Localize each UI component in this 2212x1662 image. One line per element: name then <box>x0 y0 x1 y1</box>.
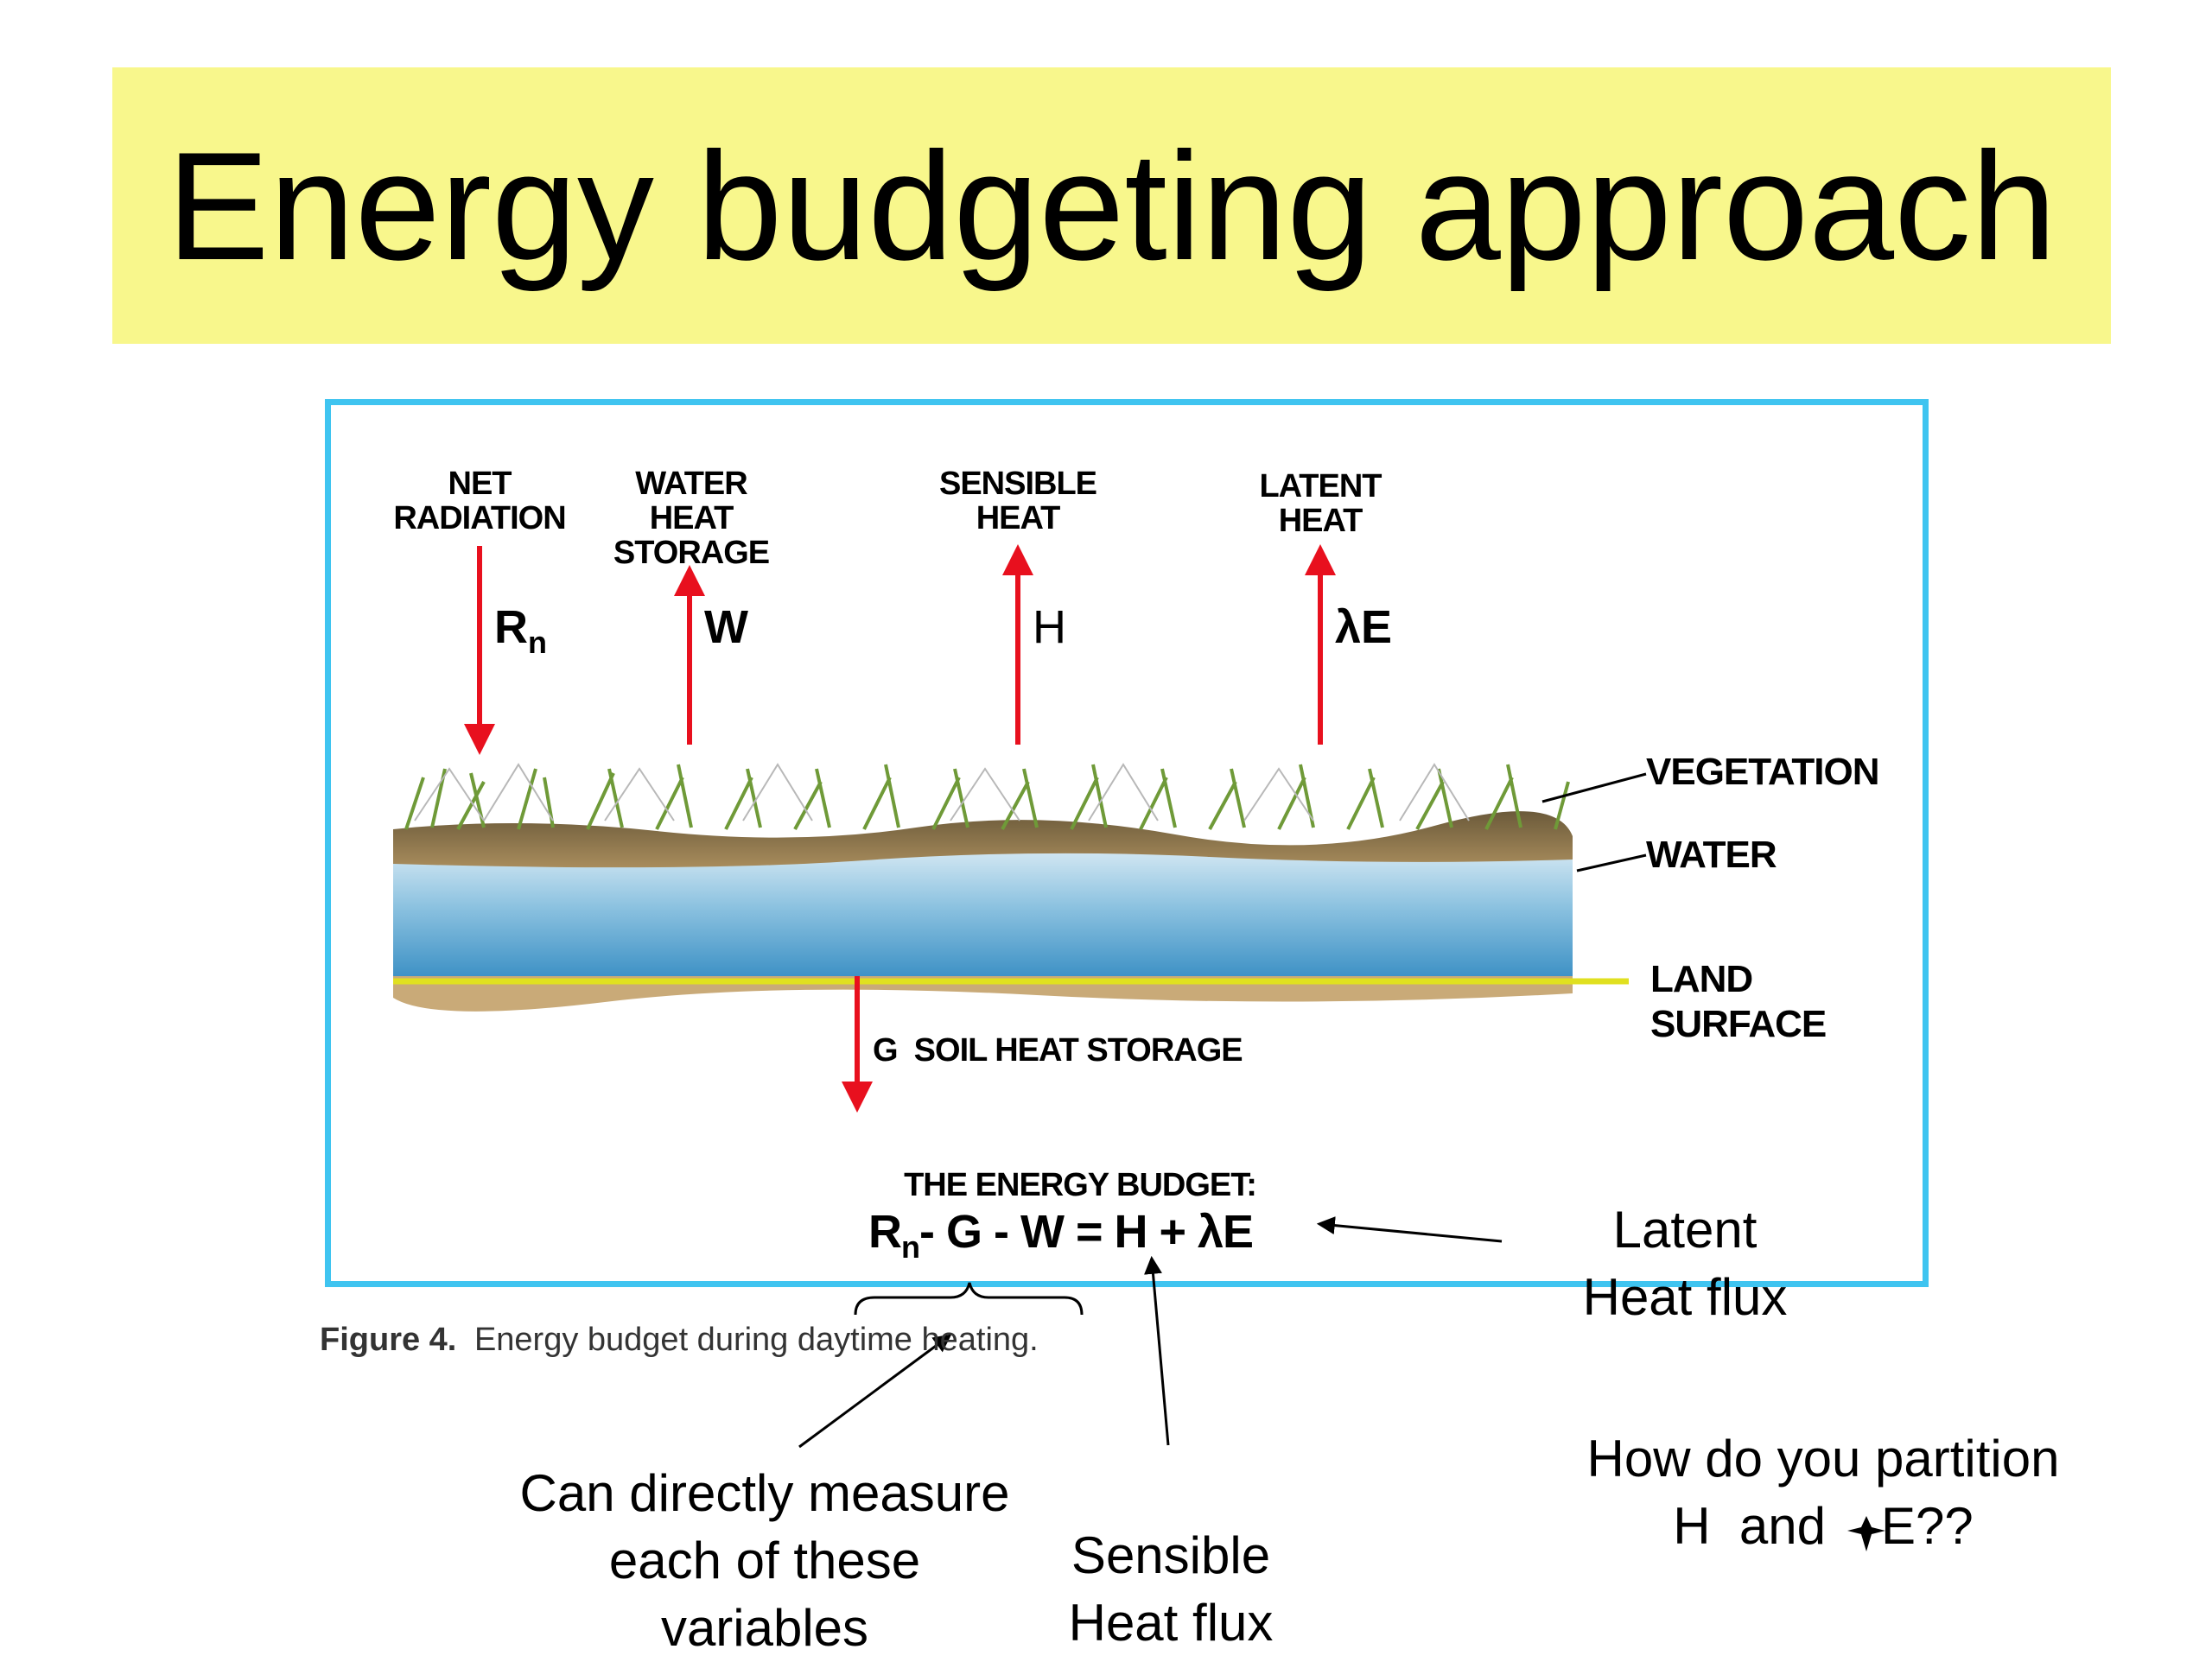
brace <box>854 1282 1084 1316</box>
h-symbol: H <box>1033 601 1066 653</box>
measure-line2: each of these <box>608 1532 921 1589</box>
latent-flux-pointer <box>1316 1216 1503 1243</box>
sensible-heat-line1: SENSIBLE <box>938 466 1097 502</box>
measure-line1: Can directly measure <box>519 1464 1010 1522</box>
land-surface-line1: LAND <box>1650 958 1753 1000</box>
sensible-heat-line2: HEAT <box>976 500 1061 536</box>
water-layer <box>393 847 1573 980</box>
question-line2-end: E?? <box>1881 1497 1974 1555</box>
soil-strip <box>393 811 1573 868</box>
sensible-flux-note: Sensible Heat flux <box>989 1522 1352 1657</box>
latent-heat-label: LATENT HEAT <box>1234 469 1407 538</box>
sensible-heat-label: SENSIBLE HEAT <box>931 466 1104 536</box>
vegetation-leader <box>1541 772 1647 803</box>
measure-note: Can directly measure each of these varia… <box>484 1460 1046 1662</box>
page-title: Energy budgeting approach <box>166 119 2057 292</box>
budget-equation: Rn- G - W = H + λE <box>868 1206 1254 1265</box>
budget-heading: THE ENERGY BUDGET: <box>904 1167 1257 1203</box>
sensible-flux-pointer <box>1144 1255 1170 1446</box>
le-symbol: λE <box>1335 601 1393 653</box>
figure-frame <box>325 399 1929 1287</box>
bottom-soil <box>393 976 1573 1012</box>
vegetation-grass <box>404 764 1570 830</box>
w-symbol: W <box>704 601 748 653</box>
water-label: WATER <box>1646 834 1777 876</box>
sensible-flux-line1: Sensible <box>1071 1526 1271 1584</box>
net-radiation-label-line1: NET <box>448 466 512 502</box>
water-heat-storage-label: WATER HEAT STORAGE <box>605 466 778 570</box>
sensible-flux-line2: Heat flux <box>1068 1594 1274 1652</box>
measure-line3: variables <box>660 1599 869 1657</box>
latent-flux-line2: Heat flux <box>1582 1268 1788 1326</box>
water-leader <box>1576 853 1647 872</box>
latent-flux-line1: Latent <box>1612 1201 1758 1259</box>
lambda-star-icon <box>1847 1516 1885 1551</box>
latent-flux-note: Latent Heat flux <box>1486 1196 1884 1331</box>
title-banner <box>112 67 2111 344</box>
net-radiation-label: NET RADIATION <box>393 466 566 536</box>
measure-pointer <box>798 1334 952 1449</box>
rn-symbol: Rn <box>494 601 547 660</box>
figure-caption: Figure 4. Energy budget during daytime h… <box>320 1322 1039 1359</box>
latent-heat-line1: LATENT <box>1259 468 1382 504</box>
net-radiation-label-line2: RADIATION <box>393 500 566 536</box>
question-line2: H and E?? <box>1529 1493 2117 1560</box>
vegetation-dry-stalks <box>414 763 1470 821</box>
question-line1: How do you partition <box>1586 1430 2060 1488</box>
latent-heat-line2: HEAT <box>1278 503 1363 539</box>
soil-heat-storage-label: G SOIL HEAT STORAGE <box>873 1032 1243 1069</box>
water-heat-storage-line1: WATER <box>635 466 747 502</box>
water-heat-storage-line2: HEAT <box>649 500 734 536</box>
caption-text: Energy budget during daytime heating. <box>474 1322 1039 1358</box>
vegetation-label: VEGETATION <box>1646 751 1879 793</box>
land-surface-line2: SURFACE <box>1650 1003 1827 1045</box>
land-surface-label: LAND SURFACE <box>1650 957 1827 1047</box>
caption-label: Figure 4. <box>320 1322 457 1358</box>
water-heat-storage-line3: STORAGE <box>613 535 770 571</box>
partition-question: How do you partition H and E?? <box>1529 1425 2117 1560</box>
question-line2-start: H and <box>1673 1497 1826 1555</box>
